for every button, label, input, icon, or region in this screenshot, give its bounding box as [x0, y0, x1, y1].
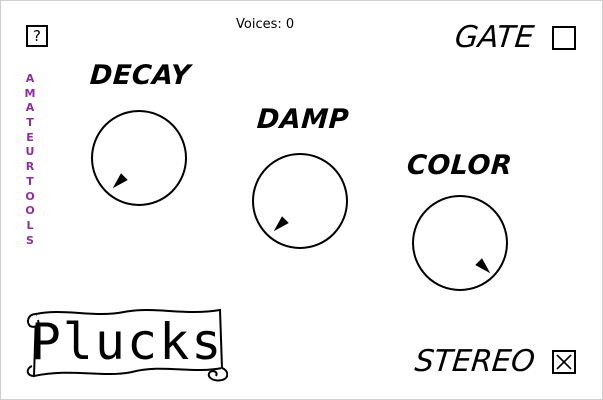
brand-letter: L — [26, 218, 34, 232]
help-label: ? — [33, 26, 41, 45]
damp-label: DAMP — [255, 104, 351, 135]
decay-knob[interactable] — [91, 110, 187, 206]
brand-letter: A — [25, 72, 35, 85]
gate-checkbox[interactable] — [552, 26, 576, 50]
knob-pointer-icon — [112, 173, 128, 189]
brand-letter: T — [26, 116, 34, 130]
knob-pointer-icon — [273, 216, 289, 232]
checkmark-x-icon — [556, 354, 572, 370]
stereo-label: STEREO — [413, 344, 537, 379]
stereo-checkbox[interactable] — [552, 350, 576, 374]
brand-letter: U — [25, 145, 35, 159]
color-knob[interactable] — [412, 195, 508, 291]
gate-label: GATE — [453, 20, 536, 55]
damp-knob[interactable] — [252, 153, 348, 249]
voices-readout: Voices: 0 — [236, 17, 295, 32]
brand-letter: M — [24, 86, 36, 100]
brand-letter: O — [25, 189, 35, 203]
knob-pointer-icon — [475, 258, 491, 274]
color-label: COLOR — [405, 150, 514, 181]
plugin-name: Plucks — [30, 313, 224, 371]
brand-letter: T — [26, 174, 34, 188]
brand-letter: E — [26, 130, 34, 144]
brand-letter: O — [25, 204, 35, 218]
brand-letter: A — [25, 101, 35, 115]
brand-letter: S — [26, 233, 34, 247]
decay-label: DECAY — [88, 60, 192, 91]
brand-letter: R — [25, 160, 35, 174]
scroll-banner — [26, 308, 228, 382]
help-button[interactable]: ? — [26, 25, 48, 47]
